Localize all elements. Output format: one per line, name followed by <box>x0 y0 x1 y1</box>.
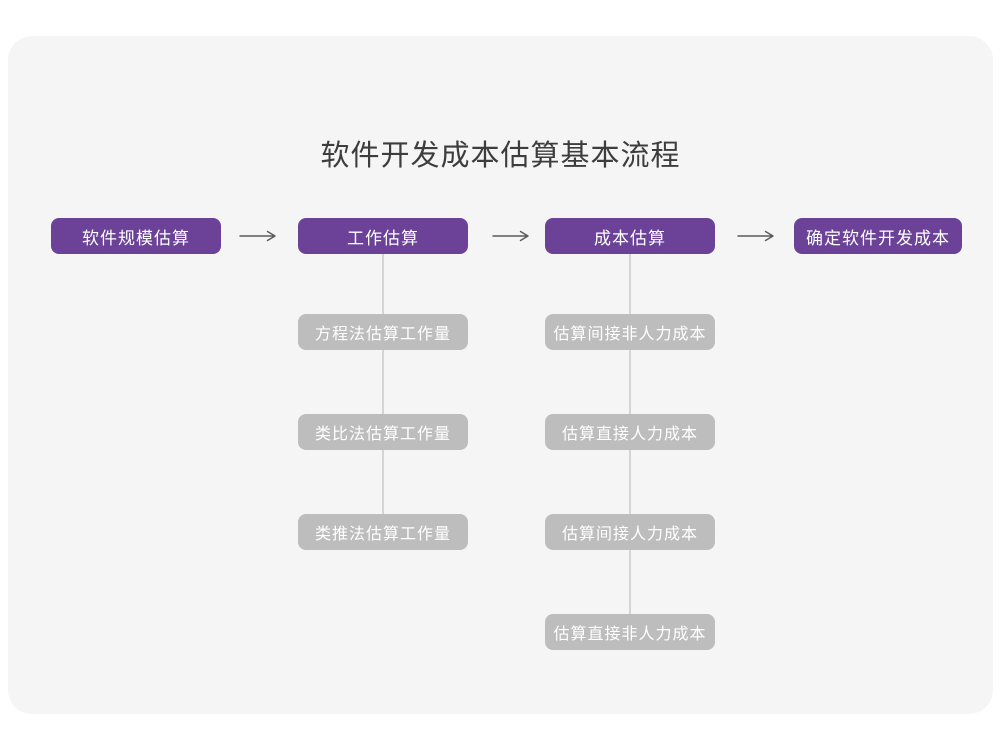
node-cost-estimation: 成本估算 <box>545 218 715 254</box>
subnode-analogy-method: 类比法估算工作量 <box>298 414 468 450</box>
node-label: 工作估算 <box>347 228 419 248</box>
flowchart-card: 软件开发成本估算基本流程 软件规模估算 工作估算 成本估算 确定软件开发成本 方… <box>8 36 993 714</box>
right-arrow-icon <box>737 230 774 242</box>
connector-work-column <box>382 254 384 516</box>
node-label: 类比法估算工作量 <box>314 426 451 443</box>
subnode-direct-nonlabor-cost: 估算直接非人力成本 <box>545 614 715 650</box>
subnode-equation-method: 方程法估算工作量 <box>298 314 468 350</box>
node-label: 软件规模估算 <box>82 228 190 248</box>
subnode-indirect-labor-cost: 估算间接人力成本 <box>545 514 715 550</box>
right-arrow-icon <box>492 230 529 242</box>
subnode-direct-labor-cost: 估算直接人力成本 <box>545 414 715 450</box>
right-arrow-icon <box>239 230 276 242</box>
node-label: 估算间接非人力成本 <box>553 326 707 343</box>
subnode-indirect-nonlabor-cost: 估算间接非人力成本 <box>545 314 715 350</box>
node-software-scale-estimation: 软件规模估算 <box>51 218 221 254</box>
node-label: 成本估算 <box>594 228 666 248</box>
page-title: 软件开发成本估算基本流程 <box>320 140 681 172</box>
node-work-estimation: 工作估算 <box>298 218 468 254</box>
node-label: 估算直接非人力成本 <box>553 626 707 643</box>
node-label: 类推法估算工作量 <box>314 526 451 543</box>
node-label: 确定软件开发成本 <box>806 228 950 248</box>
node-label: 方程法估算工作量 <box>314 326 451 343</box>
node-label: 估算直接人力成本 <box>561 426 698 443</box>
subnode-extrapolation-method: 类推法估算工作量 <box>298 514 468 550</box>
node-determine-dev-cost: 确定软件开发成本 <box>794 218 962 254</box>
node-label: 估算间接人力成本 <box>561 526 698 543</box>
